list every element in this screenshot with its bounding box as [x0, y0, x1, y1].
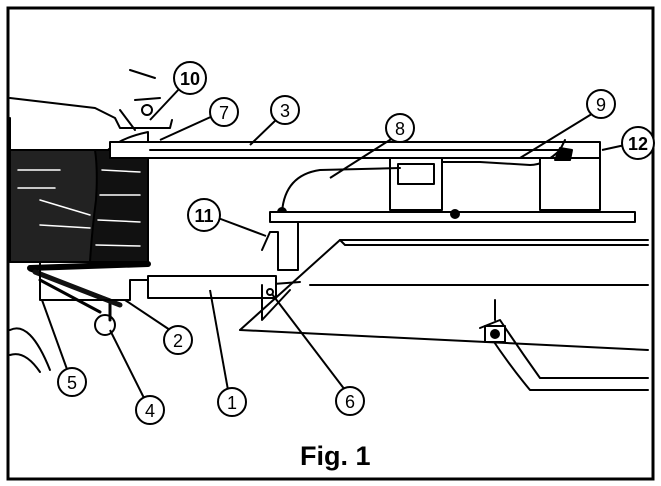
tractor-hitch-bracket	[119, 69, 161, 131]
latch[interactable]	[261, 221, 299, 271]
panel-highlight	[17, 169, 131, 229]
hitch-rod[interactable]	[27, 261, 151, 271]
callout-labels: 10 7 3 8 9 12 11 2 5 4 1 6	[67, 69, 648, 421]
figure-caption: Fig. 1	[300, 441, 371, 471]
plate[interactable]	[261, 284, 291, 321]
callout-label-2: 2	[173, 331, 183, 351]
callout-label-10: 10	[180, 69, 200, 89]
leader-12	[601, 144, 626, 151]
chassis-bottom	[239, 329, 649, 351]
leader-3	[249, 117, 279, 146]
leader-11	[217, 217, 267, 237]
callout-label-6: 6	[345, 392, 355, 412]
callouts	[41, 61, 655, 425]
callout-label-1: 1	[227, 393, 237, 413]
front-slats	[95, 169, 141, 247]
leader-9	[519, 111, 596, 159]
bracket-hole	[141, 104, 153, 116]
callout-circle-5	[57, 367, 87, 397]
leader-8	[329, 137, 394, 179]
callout-label-7: 7	[219, 103, 229, 123]
hitch-ring[interactable]	[94, 314, 116, 336]
lever[interactable]	[281, 167, 401, 213]
leader-1	[209, 289, 229, 391]
callout-circle-4	[135, 395, 165, 425]
callout-circle-6	[335, 386, 365, 416]
tractor-front-fill	[89, 149, 149, 263]
support-block[interactable]	[147, 275, 277, 299]
wheel-arc	[9, 327, 51, 373]
leader-6	[271, 293, 346, 391]
lower-bar-pin	[450, 209, 460, 219]
callout-circle-8	[385, 113, 415, 143]
leader-4	[109, 329, 146, 401]
callout-circle-1	[217, 387, 247, 417]
callout-circle-11	[187, 198, 221, 232]
callout-label-3: 3	[280, 101, 290, 121]
leader-7	[159, 114, 216, 141]
callout-label-9: 9	[596, 95, 606, 115]
hitch-housing	[39, 261, 149, 301]
callout-circle-10	[173, 61, 207, 95]
callout-label-12: 12	[628, 134, 648, 154]
callout-circle-7	[209, 97, 239, 127]
plate-hole	[266, 288, 274, 296]
callout-label-8: 8	[395, 119, 405, 139]
bolt-head	[554, 147, 573, 161]
mount-block-top	[397, 163, 435, 185]
mount-block-right[interactable]	[539, 157, 601, 211]
handle-nut-hole	[490, 329, 500, 339]
machine-drawing	[9, 69, 649, 391]
leader-5	[41, 299, 69, 373]
callout-circle-12	[621, 126, 655, 160]
callout-circle-9	[586, 89, 616, 119]
callout-circle-3	[270, 95, 300, 125]
leader-2	[124, 299, 171, 331]
callout-label-11: 11	[194, 206, 213, 226]
leader-10	[149, 87, 181, 121]
callout-circle-2	[163, 325, 193, 355]
callout-label-5: 5	[67, 373, 77, 393]
callout-label-4: 4	[145, 401, 155, 421]
